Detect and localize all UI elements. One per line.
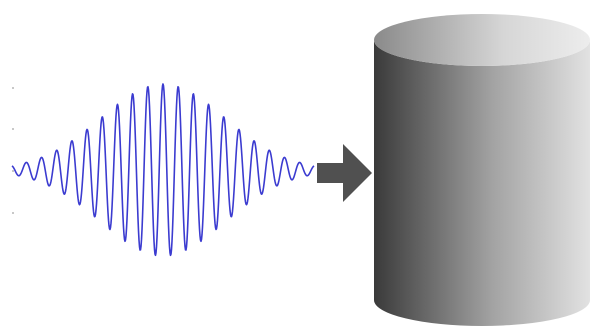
faint-tick-marks (12, 87, 14, 214)
wave-packet-signal (11, 83, 315, 257)
right-arrow-icon (317, 144, 372, 202)
cylinder-top (374, 14, 590, 66)
cylinder-body (374, 40, 590, 326)
storage-cylinder-icon (374, 14, 590, 326)
